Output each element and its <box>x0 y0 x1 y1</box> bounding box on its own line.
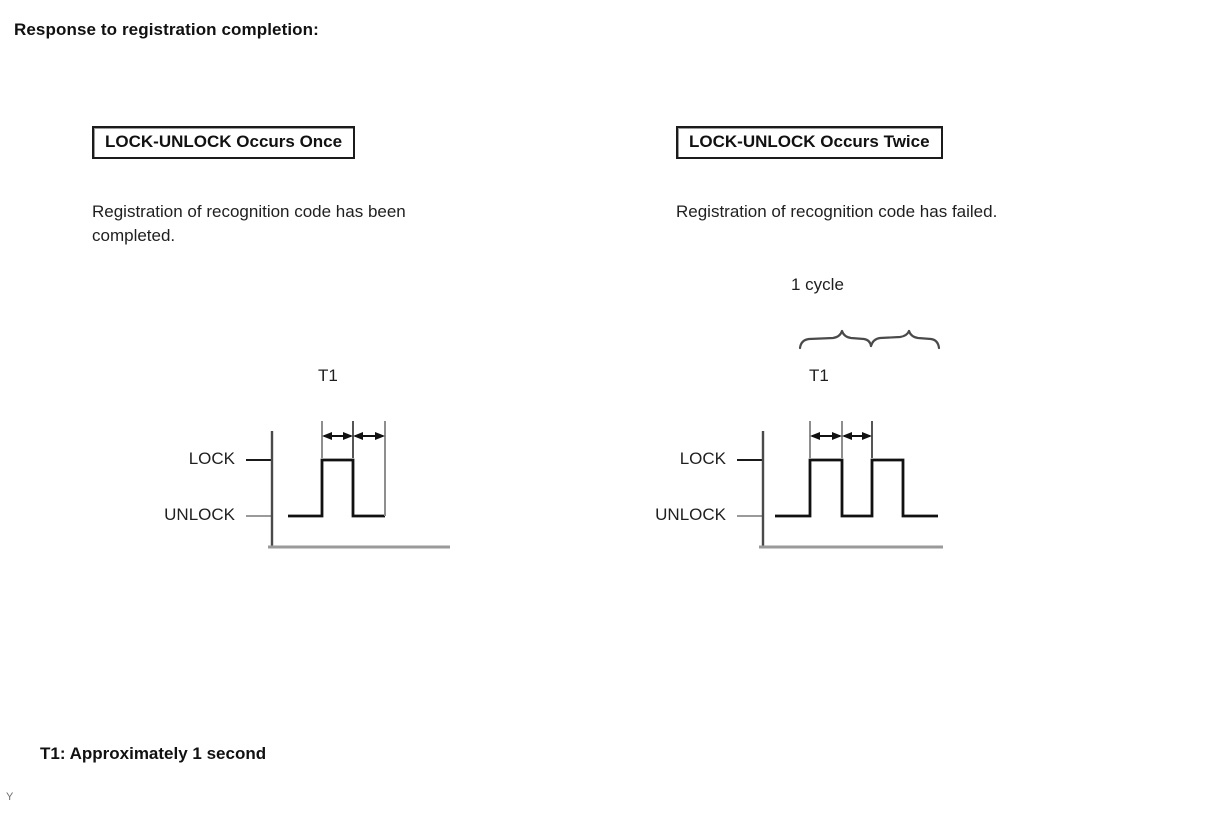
signal-trace-twice <box>775 458 938 518</box>
corner-mark: Y <box>6 791 14 803</box>
footer-note: T1: Approximately 1 second <box>40 744 267 763</box>
dimension-arrow-first-once <box>322 432 353 440</box>
panel-title-twice: LOCK-UNLOCK Occurs Twice <box>676 126 943 159</box>
dimension-arrow-second-once <box>353 432 385 440</box>
dimension-arrow-second-twice <box>842 432 872 440</box>
page-title: Response to registration completion: <box>14 20 319 39</box>
panel-description-once: Registration of recognition code has bee… <box>92 202 406 246</box>
panel-description-twice: Registration of recognition code has fai… <box>676 202 998 221</box>
cycle-brace <box>798 329 941 350</box>
signal-label-unlock-twice: UNLOCK <box>655 505 726 524</box>
timing-label-t1-once: T1 <box>318 366 338 385</box>
signal-label-lock-once: LOCK <box>188 449 235 468</box>
signal-label-unlock-once: UNLOCK <box>164 505 235 524</box>
signal-label-lock-twice: LOCK <box>679 449 726 468</box>
waveform-chart-once <box>246 421 450 549</box>
panel-title-once: LOCK-UNLOCK Occurs Once <box>92 126 356 159</box>
cycle-label: 1 cycle <box>791 275 844 294</box>
dimension-arrow-first-twice <box>810 432 842 440</box>
signal-trace-once <box>288 458 385 518</box>
waveform-chart-twice <box>737 329 943 549</box>
panel-title-box-once: LOCK-UNLOCK Occurs Once <box>92 126 356 159</box>
panel-title-box-twice: LOCK-UNLOCK Occurs Twice <box>676 126 943 159</box>
timing-label-t1-twice: T1 <box>809 366 829 385</box>
